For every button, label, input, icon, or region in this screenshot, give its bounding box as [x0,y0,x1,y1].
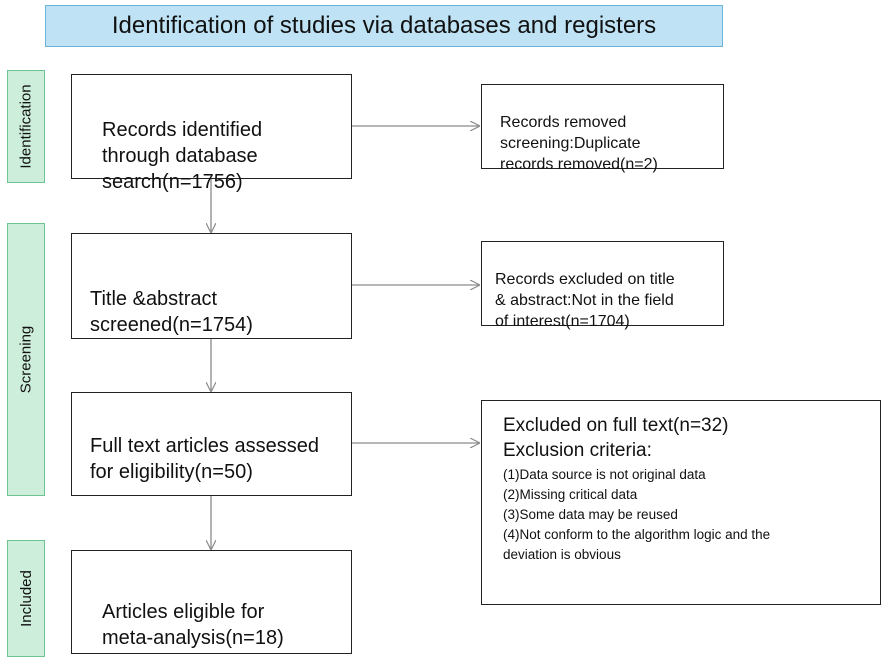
records-removed-text: Records removed screening:Duplicate reco… [500,114,658,173]
phase-included: Included [7,540,45,657]
header-title: Identification of studies via databases … [111,12,657,39]
box-title-abstract-screened: Title &abstract screened(n=1754) [71,233,352,339]
excluded-full-text-title: Excluded on full text(n=32) [503,415,729,436]
records-identified-text: Records identified through database sear… [102,119,263,193]
diagram-header: Identification of studies via databases … [45,5,723,47]
box-records-identified: Records identified through database sear… [71,74,352,193]
exclusion-criterion-4: (4)Not conform to the algorithm logic an… [503,527,771,562]
box-full-text-assessed: Full text articles assessed for eligibil… [71,392,352,496]
box-articles-eligible: Articles eligible for meta-analysis(n=18… [71,550,352,654]
exclusion-criteria-label: Exclusion criteria: [503,440,652,461]
articles-eligible-text: Articles eligible for meta-analysis(n=18… [102,601,284,649]
full-text-assessed-text: Full text articles assessed for eligibil… [90,435,319,483]
exclusion-criterion-3: (3)Some data may be reused [503,507,678,522]
box-records-excluded: Records excluded on title & abstract:Not… [481,241,724,330]
records-excluded-text: Records excluded on title & abstract:Not… [495,271,675,330]
phase-screening: Screening [7,223,45,496]
title-abstract-screened-text: Title &abstract screened(n=1754) [90,288,253,336]
phase-identification: Identification [7,70,45,183]
exclusion-criterion-2: (2)Missing critical data [503,487,638,502]
box-records-removed: Records removed screening:Duplicate reco… [481,84,724,173]
exclusion-criterion-1: (1)Data source is not original data [503,467,706,482]
box-full-text-exclusion: Excluded on full text(n=32) Exclusion cr… [481,400,881,605]
